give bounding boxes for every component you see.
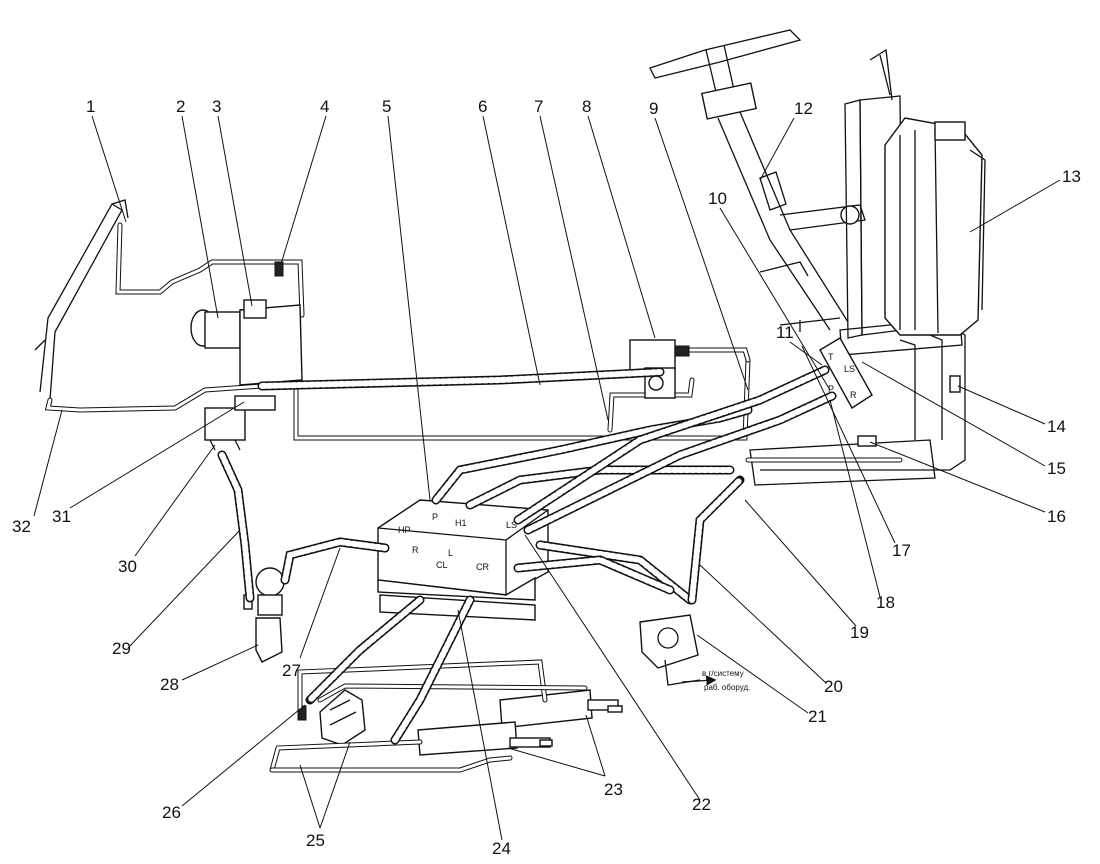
fitting-16 [857,435,877,447]
port-label-r-unit: R [850,390,857,400]
port-label-p: P [432,512,438,522]
pump-assembly [190,261,303,386]
port-label-r: R [412,545,419,555]
callout-17: 17 [892,541,911,560]
callout-12: 12 [794,99,813,118]
fitting-14 [949,375,961,393]
cylinder-lines [269,659,588,773]
callout-32: 32 [12,517,31,536]
hydraulic-pump [639,614,717,686]
callout-21: 21 [808,707,827,726]
callout-20: 20 [824,677,843,696]
callout-23: 23 [604,780,623,799]
steering-control-unit: T LS R P [819,337,873,409]
port-label-h1: H1 [455,518,467,528]
callout-30: 30 [118,557,137,576]
callout-14: 14 [1047,417,1066,436]
callout-2: 2 [176,97,185,116]
port-label-hp: HP [398,525,411,535]
mounting-bracket [297,689,366,746]
flexible-hoses [217,365,837,745]
steering-wheel [649,29,866,332]
leader-lines [33,115,1061,841]
callout-28: 28 [160,675,179,694]
callout-25: 25 [306,831,325,850]
annotation-line-1: в г/систему [702,669,744,678]
port-label-t: T [828,352,834,362]
port-label-cr: CR [476,562,489,572]
callout-31: 31 [52,507,71,526]
annotation-line-2: раб. оборуд. [704,683,750,692]
callout-22: 22 [692,795,711,814]
port-label-cl: CL [436,560,448,570]
callout-18: 18 [876,593,895,612]
callout-1: 1 [86,97,95,116]
callout-15: 15 [1047,459,1066,478]
port-label-l: L [448,548,453,558]
callout-16: 16 [1047,507,1066,526]
frame-left [34,199,129,401]
hydraulic-tank [884,117,986,336]
callout-8: 8 [582,97,591,116]
callout-7: 7 [534,97,543,116]
callout-10: 10 [708,189,727,208]
callout-26: 26 [162,803,181,822]
callout-6: 6 [478,97,487,116]
callout-9: 9 [649,99,658,118]
port-label-ls-unit: LS [844,364,855,374]
port-label-ls: LS [506,520,517,530]
callout-4: 4 [320,97,329,116]
callout-27: 27 [282,661,301,680]
callout-11: 11 [776,323,794,342]
distributor [629,339,690,399]
callout-19: 19 [850,623,869,642]
callout-numbers: 1 2 3 4 5 6 7 8 9 10 11 12 13 14 15 16 1… [12,97,1081,858]
callout-24: 24 [492,839,511,858]
callout-3: 3 [212,97,221,116]
callout-5: 5 [382,97,391,116]
callout-13: 13 [1062,167,1081,186]
callout-29: 29 [112,639,131,658]
port-label-p-unit: P [828,384,834,394]
hydraulic-cylinders [417,689,623,756]
